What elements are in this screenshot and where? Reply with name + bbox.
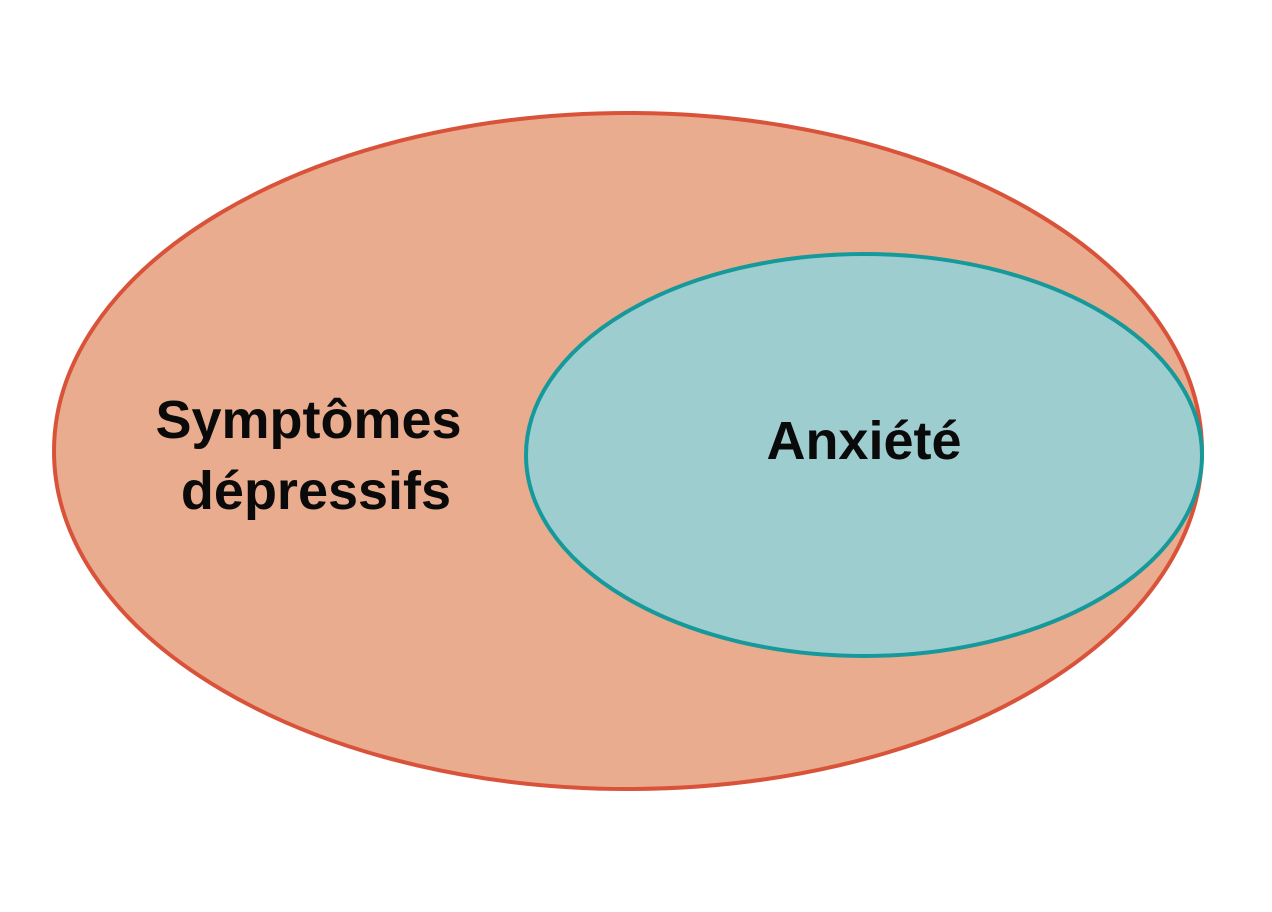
depressive-symptoms-label-line1: Symptômes bbox=[155, 390, 461, 450]
depressive-symptoms-label: Symptômes dépressifs bbox=[155, 390, 476, 521]
anxiety-ellipse bbox=[524, 252, 1204, 658]
anxiety-label: Anxiété bbox=[766, 411, 961, 471]
depressive-symptoms-label-line2: dépressifs bbox=[181, 461, 451, 521]
